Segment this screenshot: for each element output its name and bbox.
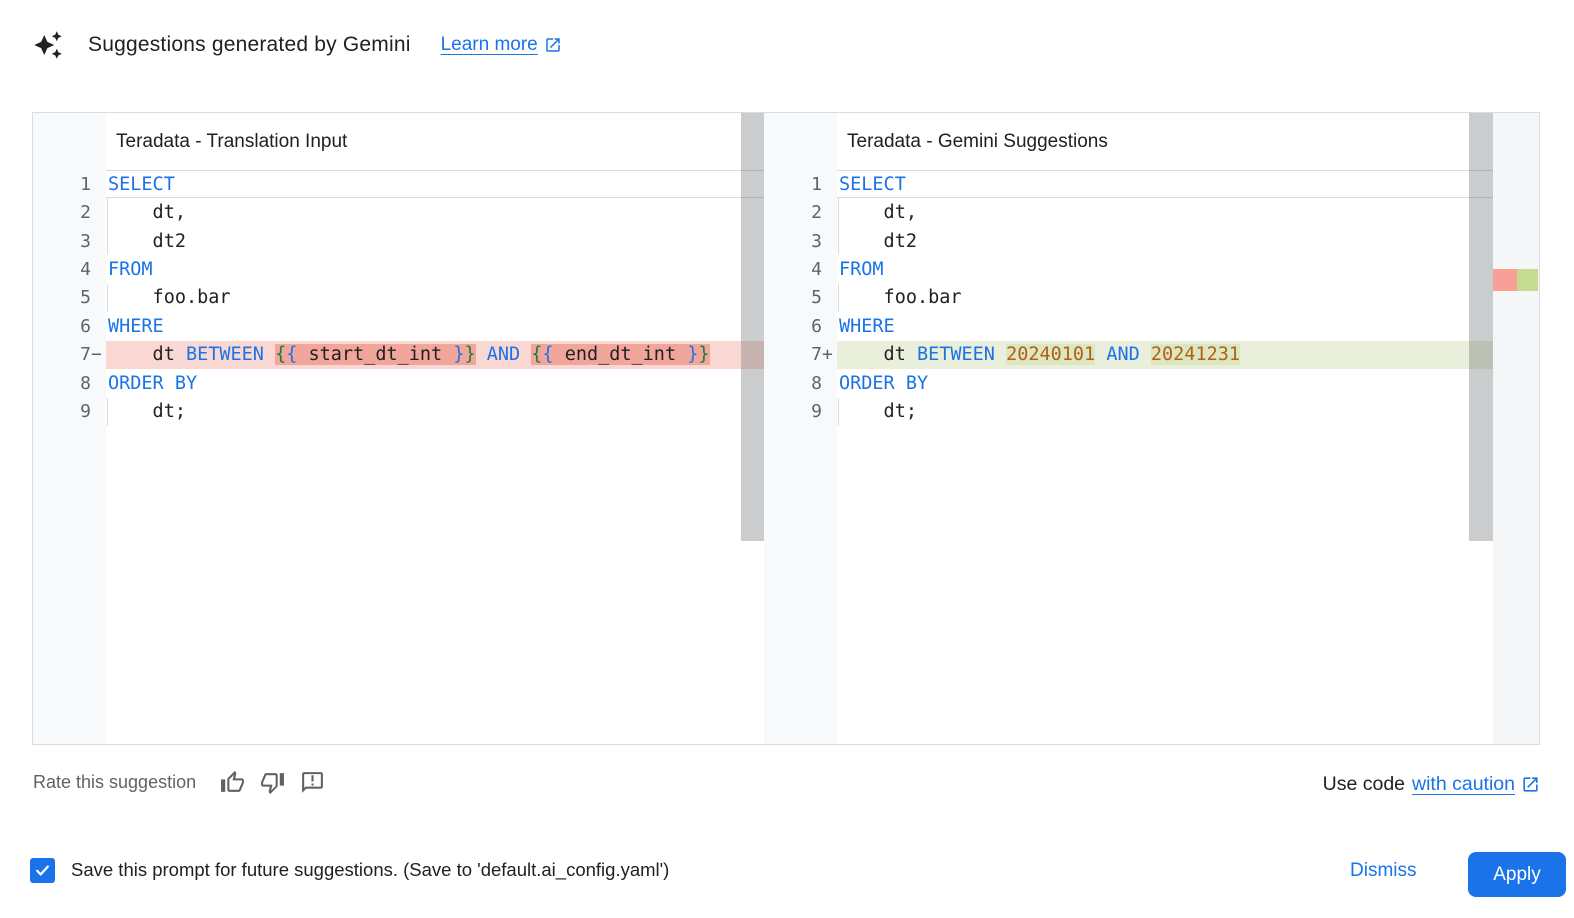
open-in-new-icon: [546, 38, 560, 52]
code-line: ORDER BY: [839, 372, 929, 394]
learn-more-link[interactable]: Learn more: [441, 34, 562, 56]
vertical-scrollbar-thumb[interactable]: [741, 113, 764, 541]
code-line: SELECT: [837, 170, 1493, 199]
code-line: dt BETWEEN 20240101 AND 20241231: [837, 340, 1493, 370]
line-number: 4: [80, 259, 91, 281]
save-prompt-label: Save this prompt for future suggestions.…: [71, 859, 670, 880]
use-code-text: Use code: [1322, 773, 1406, 795]
line-number: 1: [811, 173, 822, 195]
feedback-icon[interactable]: [300, 770, 325, 795]
line-number: 6: [811, 315, 822, 337]
editor-title: Teradata - Gemini Suggestions: [847, 130, 1108, 152]
line-number: 3: [80, 230, 91, 252]
gemini-sparkle-icon: [34, 31, 62, 59]
use-code-notice: Use code with caution: [1323, 773, 1540, 796]
line-number: 3: [811, 230, 822, 252]
save-prompt-checkbox[interactable]: [30, 858, 55, 883]
line-number-gutter: 1 2 3 4 5 6 7− 8 9: [33, 113, 106, 744]
code-line: dt BETWEEN {{ start_dt_int }} AND {{ end…: [106, 340, 764, 370]
code-line: foo.bar: [837, 283, 1493, 313]
code-line: ORDER BY: [108, 372, 198, 394]
thumb-up-icon[interactable]: [220, 770, 245, 795]
code-area: Teradata - Gemini Suggestions SELECT dt,…: [837, 113, 1493, 744]
with-caution-link[interactable]: with caution: [1412, 773, 1515, 795]
line-number: 8: [80, 372, 91, 394]
code-line: dt,: [837, 198, 1493, 228]
code-line: SELECT: [106, 170, 764, 199]
editor-title: Teradata - Translation Input: [116, 130, 348, 152]
code-area: Teradata - Translation Input SELECT dt, …: [106, 113, 764, 744]
line-number: 5: [80, 287, 91, 309]
line-number: 7+: [811, 344, 833, 366]
rate-row: Rate this suggestion: [33, 770, 325, 795]
code-line: dt,: [106, 198, 764, 228]
code-line: WHERE: [108, 315, 164, 337]
suggestions-header: Suggestions generated by Gemini Learn mo…: [33, 30, 562, 60]
ruler-deleted-mark: [1493, 269, 1517, 291]
code-line: FROM: [108, 259, 153, 281]
checkmark-icon: [36, 865, 49, 876]
line-number: 2: [80, 202, 91, 224]
code-line: dt2: [837, 226, 1493, 256]
code-line: FROM: [839, 259, 884, 281]
code-line: WHERE: [839, 315, 895, 337]
vertical-scrollbar-thumb[interactable]: [1469, 113, 1493, 541]
line-number: 4: [811, 259, 822, 281]
open-in-new-icon: [1523, 777, 1538, 792]
line-number: 7−: [80, 344, 102, 366]
apply-button[interactable]: Apply: [1468, 852, 1566, 897]
diff-container: 1 2 3 4 5 6 7− 8 9 Teradata - Translation Input …: [32, 112, 1540, 745]
line-number: 8: [811, 372, 822, 394]
line-number: 6: [80, 315, 91, 337]
code-line: dt;: [837, 397, 1493, 427]
line-number-gutter: 1 2 3 4 5 6 7+ 8 9: [764, 113, 837, 744]
ruler-added-mark: [1517, 269, 1538, 291]
rate-label: Rate this suggestion: [33, 772, 197, 792]
page-title: Suggestions generated by Gemini: [88, 33, 411, 56]
line-number: 9: [811, 401, 822, 423]
thumb-down-icon[interactable]: [260, 770, 285, 795]
line-number: 2: [811, 202, 822, 224]
code-line: dt;: [106, 397, 764, 427]
editor-modified[interactable]: 1 2 3 4 5 6 7+ 8 9 Teradata - Gemini Suggestions…: [764, 113, 1539, 744]
line-number: 1: [80, 173, 91, 195]
diff-overview-ruler: [1493, 113, 1539, 744]
dismiss-button[interactable]: Dismiss: [1340, 858, 1427, 884]
line-number: 5: [811, 287, 822, 309]
line-number: 9: [80, 401, 91, 423]
editor-original[interactable]: 1 2 3 4 5 6 7− 8 9 Teradata - Translation Input …: [33, 113, 764, 744]
code-line: foo.bar: [106, 283, 764, 313]
code-line: dt2: [106, 226, 764, 256]
